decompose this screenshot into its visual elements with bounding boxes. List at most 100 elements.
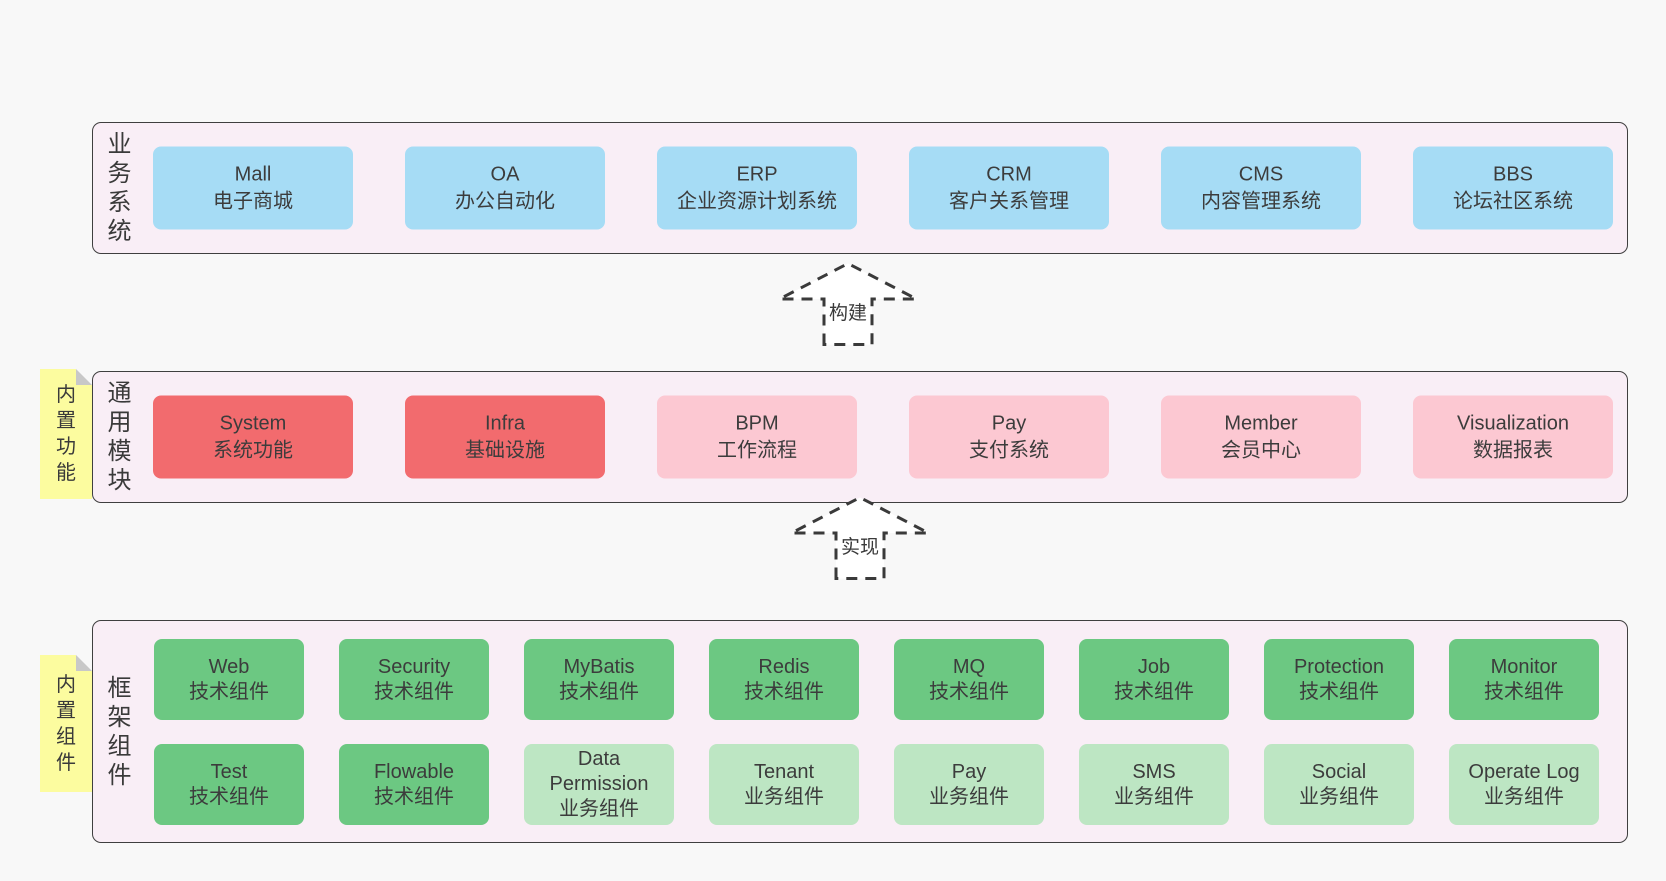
- box-system: System 系统功能: [153, 395, 353, 479]
- box-cms-desc: 内容管理系统: [1201, 190, 1321, 212]
- box-pay-business-name: Pay: [951, 760, 987, 783]
- box-monitor-name: Monitor: [1490, 655, 1558, 678]
- box-mall-desc: 电子商城: [213, 190, 293, 212]
- box-bbs: BBS 论坛社区系统: [1413, 146, 1613, 230]
- box-security: Security 技术组件: [339, 639, 489, 720]
- box-social-name: Social: [1311, 760, 1367, 783]
- box-oa-name: OA: [490, 163, 520, 185]
- box-erp-name: ERP: [736, 163, 778, 185]
- box-system-name: System: [219, 412, 287, 434]
- box-system-desc: 系统功能: [213, 439, 293, 461]
- box-pay-desc: 支付系统: [969, 439, 1049, 461]
- build-arrow: 构建: [778, 261, 918, 346]
- box-operate-log: Operate Log 业务组件: [1449, 744, 1599, 825]
- sticky-tab-built-in-components-label: 内置组件: [56, 673, 76, 774]
- box-job: Job 技术组件: [1079, 639, 1229, 720]
- box-monitor-desc: 技术组件: [1484, 680, 1564, 703]
- band-framework-components: 框架组件 Web 技术组件 Security 技术组件 MyBatis 技术组件…: [92, 620, 1628, 843]
- sticky-tab-built-in-features: 内置功能: [40, 369, 92, 499]
- box-bpm-name: BPM: [735, 412, 779, 434]
- box-security-name: Security: [377, 655, 451, 678]
- box-job-name: Job: [1137, 655, 1171, 678]
- box-visualization-desc: 数据报表: [1473, 439, 1553, 461]
- box-member-desc: 会员中心: [1221, 439, 1301, 461]
- box-visualization: Visualization 数据报表: [1413, 395, 1613, 479]
- box-pay-name: Pay: [991, 412, 1027, 434]
- box-cms: CMS 内容管理系统: [1161, 146, 1361, 230]
- box-mq: MQ 技术组件: [894, 639, 1044, 720]
- box-flowable-desc: 技术组件: [374, 785, 454, 808]
- box-tenant-name: Tenant: [753, 760, 815, 783]
- box-member: Member 会员中心: [1161, 395, 1361, 479]
- box-social: Social 业务组件: [1264, 744, 1414, 825]
- box-redis: Redis 技术组件: [709, 639, 859, 720]
- box-protection-name: Protection: [1293, 655, 1385, 678]
- band-business-systems: 业务系统 Mall 电子商城 OA 办公自动化 ERP 企业资源计划系统 CRM…: [92, 122, 1628, 254]
- box-data-permission: Data Permission 业务组件: [524, 744, 674, 825]
- business-systems-row: Mall 电子商城 OA 办公自动化 ERP 企业资源计划系统 CRM 客户关系…: [153, 146, 1613, 230]
- framework-components-row-1: Web 技术组件 Security 技术组件 MyBatis 技术组件 Redi…: [154, 639, 1599, 720]
- box-mall-name: Mall: [234, 163, 272, 185]
- box-erp-desc: 企业资源计划系统: [677, 190, 837, 212]
- box-pay-business-desc: 业务组件: [929, 785, 1009, 808]
- build-arrow-label: 构建: [825, 298, 871, 325]
- band-framework-components-label: 框架组件: [107, 674, 132, 789]
- box-web: Web 技术组件: [154, 639, 304, 720]
- sticky-fold-icon: [76, 655, 92, 671]
- box-crm-name: CRM: [986, 163, 1032, 185]
- box-erp: ERP 企业资源计划系统: [657, 146, 857, 230]
- box-redis-name: Redis: [758, 655, 810, 678]
- box-test-name: Test: [210, 760, 248, 783]
- box-job-desc: 技术组件: [1114, 680, 1194, 703]
- box-tenant-desc: 业务组件: [744, 785, 824, 808]
- box-mybatis: MyBatis 技术组件: [524, 639, 674, 720]
- box-crm: CRM 客户关系管理: [909, 146, 1109, 230]
- box-operate-log-desc: 业务组件: [1484, 785, 1564, 808]
- box-pay: Pay 支付系统: [909, 395, 1109, 479]
- box-security-desc: 技术组件: [374, 680, 454, 703]
- box-tenant: Tenant 业务组件: [709, 744, 859, 825]
- band-business-systems-label: 业务系统: [107, 131, 132, 245]
- box-test: Test 技术组件: [154, 744, 304, 825]
- sticky-tab-built-in-features-label: 内置功能: [56, 384, 76, 484]
- box-redis-desc: 技术组件: [744, 680, 824, 703]
- box-web-desc: 技术组件: [189, 680, 269, 703]
- band-common-modules: 通用模块 System 系统功能 Infra 基础设施 BPM 工作流程 Pay…: [92, 371, 1628, 503]
- box-crm-desc: 客户关系管理: [949, 190, 1069, 212]
- box-test-desc: 技术组件: [189, 785, 269, 808]
- implement-arrow-label: 实现: [837, 532, 883, 559]
- box-visualization-name: Visualization: [1457, 412, 1569, 434]
- box-sms: SMS 业务组件: [1079, 744, 1229, 825]
- implement-arrow: 实现: [790, 495, 930, 580]
- box-member-name: Member: [1224, 412, 1298, 434]
- box-protection: Protection 技术组件: [1264, 639, 1414, 720]
- box-operate-log-name: Operate Log: [1468, 760, 1580, 783]
- box-mybatis-desc: 技术组件: [559, 680, 639, 703]
- box-flowable: Flowable 技术组件: [339, 744, 489, 825]
- box-oa-desc: 办公自动化: [455, 190, 555, 212]
- box-data-permission-desc: 业务组件: [559, 798, 639, 820]
- box-social-desc: 业务组件: [1299, 785, 1379, 808]
- box-infra-name: Infra: [484, 412, 526, 434]
- sticky-fold-icon: [76, 369, 92, 385]
- box-protection-desc: 技术组件: [1299, 680, 1379, 703]
- box-data-permission-name: Data Permission: [549, 748, 649, 795]
- box-bbs-desc: 论坛社区系统: [1453, 190, 1573, 212]
- box-oa: OA 办公自动化: [405, 146, 605, 230]
- common-modules-row: System 系统功能 Infra 基础设施 BPM 工作流程 Pay 支付系统…: [153, 395, 1613, 479]
- box-cms-name: CMS: [1238, 163, 1284, 185]
- box-bbs-name: BBS: [1492, 163, 1534, 185]
- box-mq-desc: 技术组件: [929, 680, 1009, 703]
- framework-components-row-2: Test 技术组件 Flowable 技术组件 Data Permission …: [154, 744, 1599, 825]
- box-mybatis-name: MyBatis: [563, 655, 635, 678]
- box-monitor: Monitor 技术组件: [1449, 639, 1599, 720]
- box-flowable-name: Flowable: [373, 760, 455, 783]
- box-sms-desc: 业务组件: [1114, 785, 1194, 808]
- box-infra-desc: 基础设施: [465, 439, 545, 461]
- box-bpm: BPM 工作流程: [657, 395, 857, 479]
- box-sms-name: SMS: [1132, 760, 1176, 783]
- box-pay-business: Pay 业务组件: [894, 744, 1044, 825]
- box-infra: Infra 基础设施: [405, 395, 605, 479]
- box-bpm-desc: 工作流程: [717, 439, 797, 461]
